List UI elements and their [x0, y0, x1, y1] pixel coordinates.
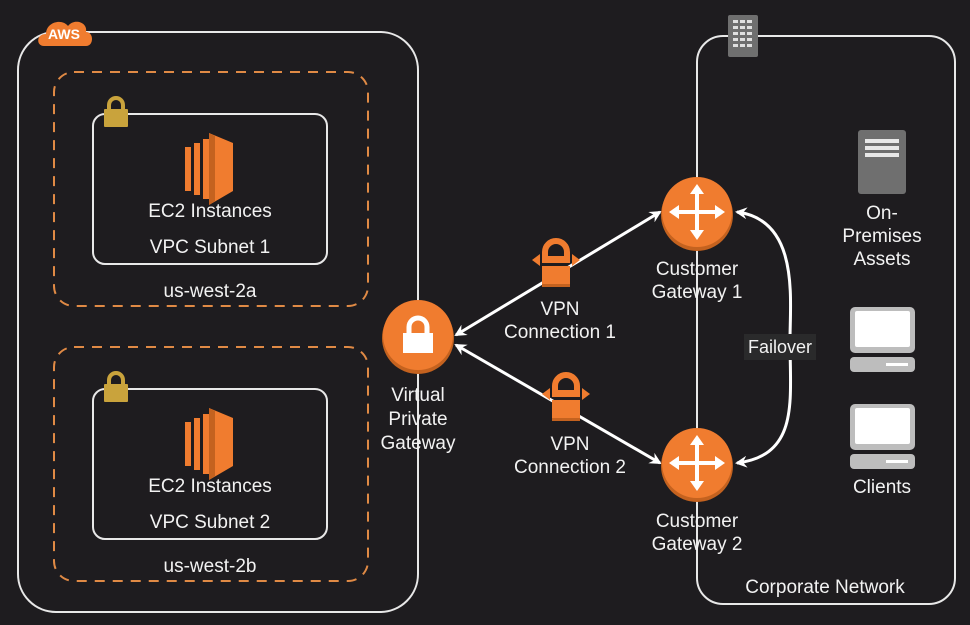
lock-icon: [104, 371, 128, 402]
ec2-instance-icon: [185, 133, 233, 205]
customer-gateway-label: Customer Gateway 2: [651, 511, 743, 555]
vpn-connection-icon[interactable]: [542, 372, 590, 421]
vpc-subnet-2: [92, 388, 328, 540]
ec2-instances-label: EC2 Instances: [148, 201, 272, 222]
desktop-client-icon: [850, 404, 915, 469]
aws-badge-label: AWS: [48, 26, 80, 42]
cloud-icon: [38, 21, 92, 46]
vpc-subnet-label: VPC Subnet 1: [149, 237, 271, 258]
on-premises-assets-label: On-Premises Assets: [842, 203, 922, 270]
vpn-gateway-icon[interactable]: [382, 300, 454, 374]
vpc-subnet-label: VPC Subnet 2: [149, 512, 271, 533]
failover-label: Failover: [744, 334, 817, 360]
availability-zone-a: [53, 71, 369, 307]
ec2-instances-label: EC2 Instances: [148, 476, 272, 497]
availability-zone-label: us-west-2a: [163, 281, 257, 302]
lock-icon: [104, 96, 128, 127]
desktop-client-icon: [850, 307, 915, 372]
vpn-connection-icon[interactable]: [532, 238, 580, 287]
corporate-network-title: Corporate Network: [745, 577, 905, 598]
server-icon: [858, 130, 906, 194]
corporate-network-boundary: [696, 35, 956, 605]
router-icon[interactable]: [661, 428, 733, 502]
vpn-connection-label: VPN Connection 1: [504, 299, 616, 343]
customer-gateway-label: Customer Gateway 1: [651, 259, 743, 303]
clients-label: Clients: [852, 477, 912, 498]
router-icon[interactable]: [661, 177, 733, 251]
vpc-subnet-1: [92, 113, 328, 265]
ec2-instance-icon: [185, 408, 233, 480]
availability-zone-label: us-west-2b: [163, 556, 257, 577]
virtual-private-gateway-label: Virtual Private Gateway: [380, 385, 456, 454]
building-icon: [728, 15, 758, 57]
vpn-connection-label: VPN Connection 2: [514, 434, 626, 478]
availability-zone-b: [53, 346, 369, 582]
